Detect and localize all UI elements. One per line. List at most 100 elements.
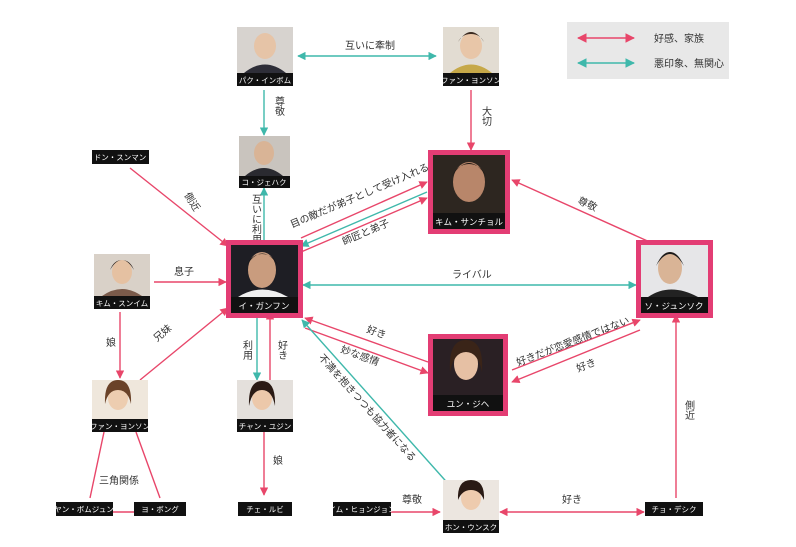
edge-label-strange-feelings: 妙な感情	[339, 343, 381, 369]
edge-hon-lee	[301, 319, 453, 489]
node-so[interactable]: ソ・ジュンソク	[636, 240, 713, 318]
edge-label-close-aide-cho: 側近	[683, 399, 695, 420]
node-yun[interactable]: ユン・ジヘ	[428, 334, 508, 416]
name-bar	[92, 150, 149, 164]
portrait-hair	[656, 252, 684, 266]
edge-label-son: 息子	[174, 265, 194, 278]
portrait-body	[102, 289, 142, 296]
node-name: ヤン・ボムジュン	[54, 505, 113, 514]
portrait-body	[245, 168, 283, 176]
edge-label-mutual-use: 互いに利用	[250, 194, 262, 245]
legend-negative-label: 悪印象、無関心	[654, 57, 724, 70]
edge-label-mother: 娘	[104, 336, 116, 348]
edge-label-respect-park-ko: 尊敬	[273, 95, 285, 117]
portrait-body	[648, 289, 698, 297]
node-fan-left[interactable]: ファン・ヨンソン	[90, 380, 150, 432]
node-name: ヨ・ボング	[141, 504, 179, 514]
node-name: イ・ガンフン	[239, 301, 290, 312]
edge-label-dissatisfied: 不満を抱きつつも協力者になる	[316, 351, 419, 464]
portrait-hair	[457, 480, 485, 500]
portrait-face	[254, 33, 276, 59]
name-bar	[443, 520, 499, 533]
node-name: チェ・ルビ	[246, 505, 284, 514]
edge-don-lee	[129, 167, 229, 247]
edge-label-like-so: 好き	[575, 356, 598, 374]
portrait-face	[453, 162, 485, 202]
edge-label-use: 利用	[241, 340, 253, 361]
node-ko[interactable]: コ・ジェハク	[239, 136, 290, 188]
edge-label-siblings: 兄妹	[151, 322, 174, 344]
edge-fan-yo	[135, 431, 161, 499]
legend: 好感、家族 悪印象、無関心	[567, 22, 729, 79]
portrait-hair	[452, 163, 486, 176]
portrait-hair	[449, 340, 483, 372]
edge-lee-fan-siblings	[139, 307, 229, 381]
portrait-hair	[458, 32, 484, 42]
portrait-face	[108, 386, 128, 410]
node-name: キム・スンイム	[96, 299, 148, 308]
edge-lee-kim-accept	[300, 181, 428, 239]
node-park[interactable]: パク・インボム	[237, 27, 293, 86]
portrait-hair	[248, 381, 276, 406]
edge-label-rival: ライバル	[452, 269, 492, 281]
node-cho[interactable]: チョ・デシク	[645, 502, 703, 516]
name-bar	[237, 419, 293, 432]
node-chei[interactable]: チェ・ルビ	[238, 502, 292, 516]
portrait-face	[248, 252, 276, 288]
edge-label-like-yun: 好き	[365, 324, 388, 342]
name-bar	[231, 297, 298, 313]
name-bar	[239, 176, 290, 188]
node-yo[interactable]: ヨ・ボング	[134, 502, 186, 516]
legend-positive-label: 好感、家族	[654, 32, 704, 45]
name-bar	[443, 73, 499, 86]
edge-label-daughter: 娘	[271, 454, 283, 466]
node-name: キム・サンチョル	[435, 218, 504, 228]
edge-label-close-aide-don: 側近	[181, 190, 203, 214]
name-bar	[641, 297, 708, 313]
portrait-face	[460, 33, 482, 59]
portrait-face	[461, 486, 481, 510]
name-bar	[645, 502, 703, 516]
node-lee[interactable]: イ・ガンフン	[226, 240, 303, 318]
node-kim-sunim[interactable]: キム・スンイム	[94, 254, 150, 309]
edge-label-like-chan: 好き	[276, 340, 288, 360]
node-im[interactable]: イム・ヒョンジョン	[328, 502, 396, 516]
name-bar	[433, 213, 505, 229]
edge-label-mutual-restraint: 互いに牽制	[345, 39, 395, 52]
name-bar	[92, 419, 148, 432]
edge-yun-so-notlove	[511, 318, 641, 371]
portrait-face	[254, 141, 274, 165]
name-bar	[333, 502, 391, 516]
node-name: ホン・ウンスク	[445, 523, 497, 532]
name-bar	[237, 73, 293, 86]
portrait-body	[238, 289, 288, 297]
node-fan-top[interactable]: ファン・ヨンソン	[441, 27, 501, 86]
edge-lee-yun-strange	[304, 327, 429, 375]
edge-lee-yun-like	[304, 316, 429, 363]
portrait-face	[252, 386, 272, 410]
node-chan[interactable]: チャン・ユジン	[237, 380, 293, 432]
portrait-hair	[104, 380, 132, 404]
portrait-hair	[247, 253, 278, 265]
name-bar	[433, 395, 503, 411]
node-name: コ・ジェハク	[242, 178, 287, 187]
node-name: イム・ヒョンジョン	[328, 505, 395, 514]
node-yan[interactable]: ヤン・ボムジュン	[54, 502, 114, 516]
node-name: ファン・ヨンソン	[441, 76, 501, 85]
node-kim-suntyol[interactable]: キム・サンチョル	[428, 150, 510, 234]
edge-so-kim	[511, 179, 653, 244]
node-don[interactable]: ドン・スンマン	[92, 150, 149, 164]
node-name: チョ・デシク	[652, 504, 697, 514]
node-hon[interactable]: ホン・ウンスク	[443, 480, 499, 533]
edge-label-important: 大切	[480, 105, 492, 127]
node-name: パク・インボム	[239, 76, 291, 85]
edge-fan-yan	[89, 431, 105, 499]
edge-label-respect-im-hon: 尊敬	[402, 493, 422, 506]
portrait-body	[244, 64, 286, 73]
portrait-face	[658, 252, 682, 284]
portrait-face	[112, 260, 132, 284]
node-name: ファン・ヨンソン	[90, 422, 150, 431]
legend-background	[567, 22, 729, 79]
name-bar	[94, 296, 150, 309]
portrait-body	[450, 64, 492, 73]
